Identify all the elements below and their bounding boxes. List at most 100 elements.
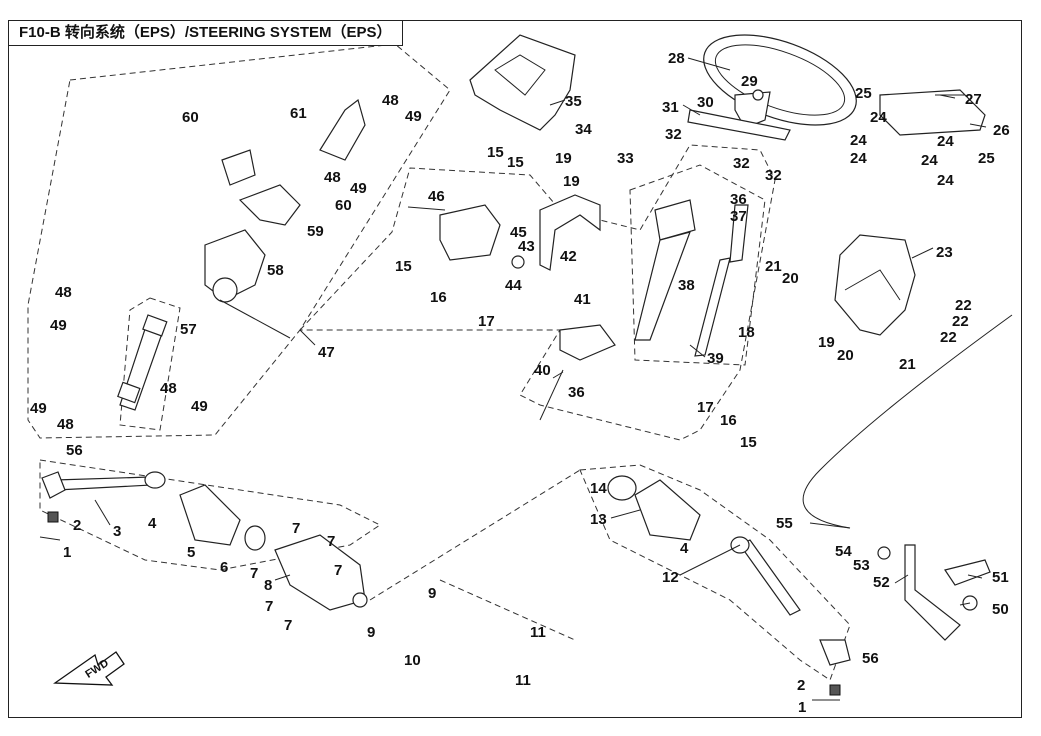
callout-6: 6 [220,559,228,576]
callout-50: 50 [992,601,1009,618]
callout-25: 25 [855,85,872,102]
callout-49: 49 [50,317,67,334]
callout-49: 49 [30,400,47,417]
group-outline-column-support [299,144,776,441]
part-55-cable [802,314,1013,529]
callout-34: 34 [575,121,592,138]
callout-20: 20 [782,270,799,287]
callout-48: 48 [382,92,399,109]
callout-60: 60 [335,197,352,214]
callout-17: 17 [697,399,714,416]
callout-44: 44 [505,277,522,294]
callout-54: 54 [835,543,852,560]
callout-56: 56 [66,442,83,459]
part-13-boot [634,479,701,541]
callout-48: 48 [160,380,177,397]
fwd-arrow-icon: FWD [53,651,125,686]
callout-37: 37 [730,208,747,225]
callout-22: 22 [952,313,969,330]
callout-9: 9 [367,624,375,641]
callout-51: 51 [992,569,1009,586]
callout-9: 9 [428,585,436,602]
part-60-plate [221,149,256,186]
callout-53: 53 [853,557,870,574]
callout-17: 17 [478,313,495,330]
group-outline-lower-shaft [119,297,181,431]
callout-42: 42 [560,248,577,265]
callout-24: 24 [937,133,954,150]
part-61-bracket [319,98,366,161]
callout-15: 15 [395,258,412,275]
callout-46: 46 [428,188,445,205]
part-40-bracket [559,324,616,361]
callout-49: 49 [350,180,367,197]
callout-20: 20 [837,347,854,364]
callout-59: 59 [307,223,324,240]
callout-32: 32 [665,126,682,143]
callout-28: 28 [668,50,685,67]
part-42-lever [539,194,601,271]
callout-7: 7 [334,562,342,579]
part-3-tie-rod [54,476,153,491]
callout-47: 47 [318,344,335,361]
callout-10: 10 [404,652,421,669]
callout-4: 4 [148,515,157,532]
part-56-ball-joint-right [819,639,851,666]
callout-2: 2 [797,677,805,694]
callout-30: 30 [697,94,714,111]
callout-7: 7 [284,617,292,634]
callout-26: 26 [993,122,1010,139]
group-outline-lower-link [369,469,581,601]
callout-14: 14 [590,480,607,497]
callout-15: 15 [507,154,524,171]
callout-7: 7 [292,520,300,537]
callout-19: 19 [555,150,572,167]
callout-36: 36 [568,384,585,401]
callout-41: 41 [574,291,591,308]
callout-24: 24 [870,109,887,126]
callout-23: 23 [936,244,953,261]
callout-11: 11 [530,624,546,641]
callout-29: 29 [741,73,758,90]
callout-7: 7 [250,565,258,582]
part-59-bracket [238,184,301,226]
part-6-clamp [244,525,266,551]
callout-18: 18 [738,324,755,341]
callout-27: 27 [965,91,982,108]
part-52-pedal [904,544,961,641]
callout-48: 48 [57,416,74,433]
callout-45: 45 [510,224,527,241]
callout-32: 32 [765,167,782,184]
part-26-switch [879,89,986,136]
callout-1: 1 [798,699,806,716]
callout-36: 36 [730,191,747,208]
callout-24: 24 [850,132,867,149]
callout-56: 56 [862,650,879,667]
part-29-nut [752,89,764,101]
group-outline-column-assembly [27,43,451,439]
callout-39: 39 [707,350,724,367]
part-38-shaft [694,257,731,357]
callout-22: 22 [940,329,957,346]
callout-15: 15 [487,144,504,161]
callout-24: 24 [850,150,867,167]
callout-52: 52 [873,574,890,591]
callout-24: 24 [921,152,938,169]
part-51-pad [944,559,991,586]
callout-13: 13 [590,511,607,528]
callout-1: 1 [63,544,71,561]
part-56-ball-joint-left [41,471,66,499]
callout-35: 35 [565,93,582,110]
callout-4: 4 [680,540,689,557]
callout-19: 19 [818,334,835,351]
callout-3: 3 [113,523,121,540]
callout-38: 38 [678,277,695,294]
group-outline-lower-link2 [439,579,576,641]
callout-19: 19 [563,173,580,190]
part-53-washer [877,546,891,560]
callout-58: 58 [267,262,284,279]
callout-49: 49 [405,108,422,125]
part-12-tie-rod [739,539,801,616]
callout-61: 61 [290,105,307,122]
